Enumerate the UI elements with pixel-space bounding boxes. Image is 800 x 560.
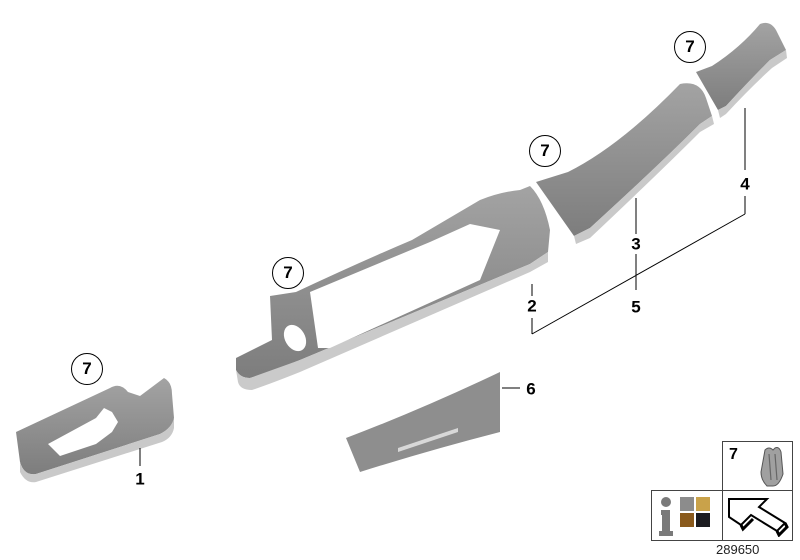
reference-number: 289650 xyxy=(716,542,760,557)
legend-item-7: 7 xyxy=(722,441,793,491)
part-4-trim xyxy=(696,22,787,118)
legend-item-label: 7 xyxy=(729,446,738,463)
part-label-4: 4 xyxy=(740,174,750,194)
part-3-trim xyxy=(536,83,714,244)
part-label-5: 5 xyxy=(631,297,641,317)
legend-direction-cell xyxy=(722,490,793,541)
color-swatch-gold xyxy=(696,497,710,511)
legend-info-cell xyxy=(651,490,723,541)
callout-7: 7 xyxy=(272,257,304,289)
part-2-trim xyxy=(236,186,550,390)
part-label-3: 3 xyxy=(631,234,641,254)
arrow-icon xyxy=(728,498,789,537)
color-swatch-black xyxy=(696,513,710,527)
part-1-trim xyxy=(16,378,174,483)
callout-7: 7 xyxy=(674,31,706,63)
callout-7: 7 xyxy=(71,353,103,385)
part-label-1: 1 xyxy=(135,469,145,489)
part-label-2: 2 xyxy=(527,296,537,316)
clip-icon xyxy=(760,447,784,487)
part-label-6: 6 xyxy=(526,379,536,399)
info-icon xyxy=(659,497,673,536)
legend-box: 7 xyxy=(651,441,793,541)
callout-7: 7 xyxy=(529,135,561,167)
part-6-trim xyxy=(346,372,500,472)
color-swatch-grey xyxy=(680,497,694,511)
color-swatch-brown xyxy=(680,513,694,527)
